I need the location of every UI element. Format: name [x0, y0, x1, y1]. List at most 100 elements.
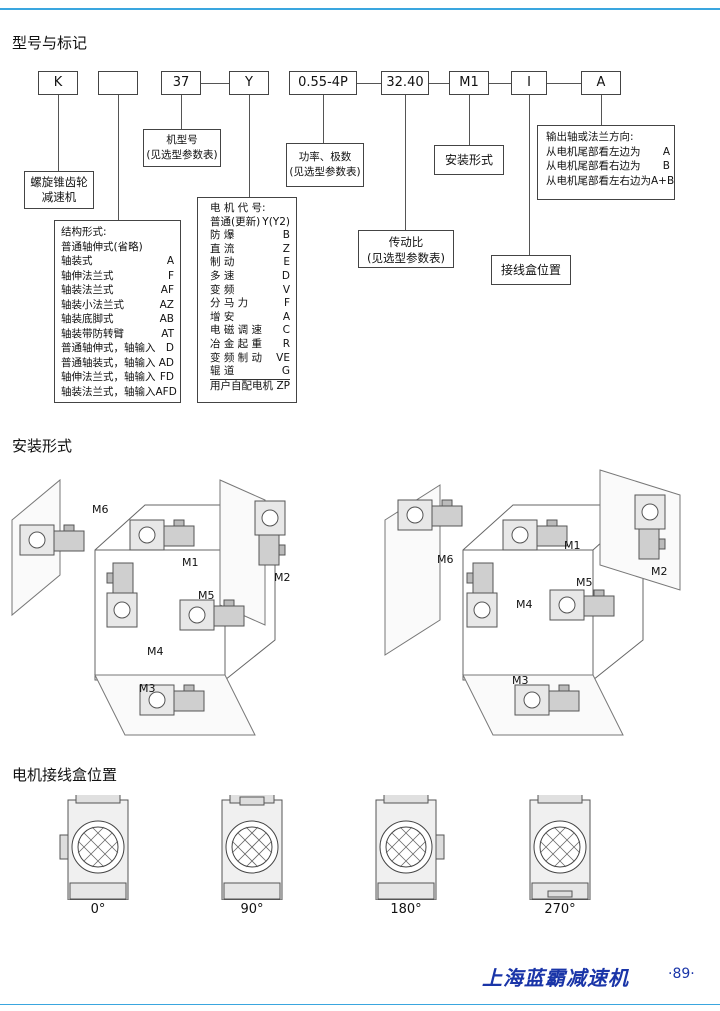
structure-row: 轴伸法兰式 F	[61, 269, 174, 284]
row-label: 冶 金 起 重	[210, 337, 263, 350]
row-label: 分 马 力	[210, 297, 249, 310]
row-code: A	[662, 145, 670, 158]
section-title-mounting: 安装形式	[12, 437, 73, 455]
terminal-box-90	[221, 795, 283, 900]
note-line: 减速机	[41, 190, 77, 204]
code-box-mounting: M1	[449, 71, 489, 95]
terminal-box-270	[529, 795, 591, 900]
row-code: Y(Y2)	[262, 215, 290, 228]
label-m1: M1	[182, 556, 199, 569]
label-m5: M5	[576, 576, 593, 589]
motor-row: 普通(更新)Y(Y2)	[210, 216, 290, 230]
label-m2: M2	[651, 565, 668, 578]
angle-label-90: 90°	[240, 902, 264, 917]
row-label: 直 流	[210, 242, 235, 255]
row-label: 增 安	[210, 310, 235, 323]
row-code: E	[283, 256, 290, 269]
row-label: 普通轴装式，轴输入	[61, 356, 156, 369]
row-code: G	[281, 365, 290, 378]
row-code: D	[281, 269, 290, 282]
row-label: 多 速	[210, 269, 235, 282]
leader-line	[249, 95, 250, 197]
terminal-box-0	[59, 795, 129, 900]
label-m1: M1	[564, 539, 581, 552]
row-code: F	[167, 269, 174, 282]
row-label: 辊 道	[210, 365, 235, 378]
note-line: 机型号	[166, 134, 198, 146]
row-label: 变 频 制 动	[210, 351, 263, 364]
right-mount-cube	[384, 469, 681, 736]
angle-label-0: 0°	[90, 902, 106, 917]
terminal-box-180	[375, 795, 445, 900]
row-code: F	[283, 297, 290, 310]
code-box-ratio: 32.40	[381, 71, 429, 95]
note-line: (见选型参数表)	[146, 148, 218, 161]
row-label: 轴装小法兰式	[61, 298, 124, 311]
row-code: B	[662, 160, 670, 172]
code-box-model-no: 37	[161, 71, 201, 95]
row-code: FD	[159, 371, 174, 383]
row-label: 电 磁 调 速	[210, 324, 263, 337]
note-line: 螺旋锥齿轮	[30, 175, 88, 189]
left-mount-cube	[11, 478, 286, 736]
row-code: B	[282, 229, 290, 242]
row-label: 轴伸法兰式	[61, 269, 114, 282]
leader-line	[405, 95, 406, 230]
label-m6: M6	[437, 553, 454, 566]
row-label: 轴装法兰式	[61, 284, 114, 296]
brand-name: 上海蓝霸减速机	[482, 966, 629, 990]
code-box-power: 0.55-4P	[289, 71, 357, 95]
row-label: 普通轴伸式，轴输入	[61, 342, 156, 354]
structure-row: 普通轴伸式(省略)	[61, 240, 174, 255]
row-code: A+B	[651, 174, 675, 187]
leader-line	[601, 95, 602, 125]
section-title-model: 型号与标记	[12, 34, 88, 52]
code-box-type: K	[38, 71, 78, 95]
connector	[357, 83, 381, 84]
connector	[201, 83, 229, 84]
row-label: 轴装底脚式	[61, 313, 114, 325]
label-m4: M4	[516, 598, 533, 611]
row-code: VE	[276, 351, 290, 364]
note-line: (见选型参数表)	[367, 251, 445, 265]
row-code: R	[282, 337, 290, 350]
leader-line	[469, 95, 470, 145]
note-title: 结构形式:	[61, 226, 107, 238]
code-box-direction: A	[581, 71, 621, 95]
leader-line	[118, 95, 119, 220]
angle-label-180: 180°	[390, 902, 422, 917]
note-title: 电 机 代 号:	[210, 202, 266, 214]
connector	[429, 83, 449, 84]
note-model-no: 机型号 (见选型参数表)	[143, 129, 221, 167]
page-number: ·89·	[668, 966, 695, 982]
label-m5: M5	[198, 589, 215, 602]
row-code: AFD	[155, 385, 177, 398]
bottom-rule	[0, 1004, 720, 1005]
leader-line	[181, 95, 182, 129]
row-label: 轴伸法兰式，轴输入	[61, 371, 156, 383]
structure-row: 普通轴伸式，轴输入 D	[61, 341, 174, 356]
row-code: AD	[158, 356, 174, 369]
row-code: A	[166, 255, 174, 267]
row-label: 从电机尾部看左右边为	[546, 174, 651, 187]
row-label: 轴装法兰式，轴输入	[61, 385, 156, 398]
note-terminal: 接线盒位置	[491, 255, 571, 285]
note-title: 输出轴或法兰方向:	[546, 131, 634, 143]
row-code: D	[165, 342, 174, 354]
mounting-diagrams	[11, 469, 681, 736]
